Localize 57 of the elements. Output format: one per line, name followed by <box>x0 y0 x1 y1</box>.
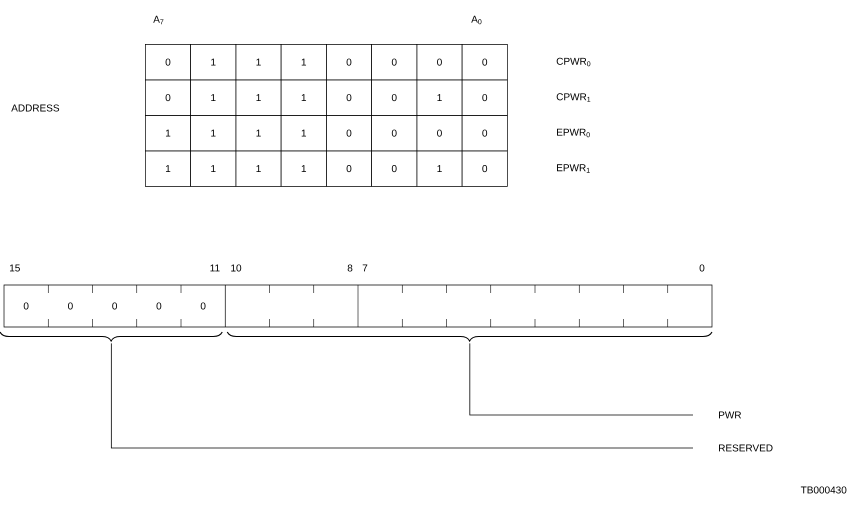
table-cell: 1 <box>416 150 462 187</box>
register-name: CPWR$_{0}$ <box>556 58 590 66</box>
bit-number: 10 <box>231 264 242 272</box>
table-cell: 1 <box>145 150 191 187</box>
register-name: CPWR$_{1}$ <box>556 93 590 102</box>
figure-code: TB000430 <box>800 486 846 494</box>
bit-number: 0 <box>700 264 704 272</box>
bit-number: 15 <box>10 264 20 272</box>
table-cell: 0 <box>145 44 191 80</box>
table-cell: 0 <box>462 44 508 80</box>
address-bit-label: A$_{7}$ <box>153 16 164 24</box>
table-cell: 1 <box>190 44 236 80</box>
leader-line <box>110 343 694 448</box>
brace <box>226 332 712 342</box>
table-cell: 1 <box>190 150 236 187</box>
bit-value: 0 <box>68 302 73 310</box>
table-cell: 1 <box>236 44 282 80</box>
table-cell: 0 <box>371 150 418 187</box>
bit-value: 0 <box>156 302 162 310</box>
table-cell: 1 <box>280 150 327 187</box>
table-cell: 0 <box>462 115 508 152</box>
table-cell: 1 <box>280 80 327 116</box>
address-label: ADDRESS <box>11 104 60 112</box>
table-cell: 0 <box>326 44 372 80</box>
address-bit-label: A$_{0}$ <box>471 16 482 24</box>
table-cell: 1 <box>280 44 327 80</box>
bit-value: 0 <box>24 302 29 310</box>
table-cell: 1 <box>190 115 236 152</box>
table-cell: 0 <box>371 80 418 116</box>
register-name: EPWR$_{1}$ <box>557 164 590 173</box>
bit-number: 7 <box>362 264 368 272</box>
table-cell: 1 <box>236 80 282 116</box>
table-cell: 0 <box>462 80 508 116</box>
table-cell: 0 <box>326 150 372 187</box>
field-label: RESERVED <box>719 444 773 452</box>
table-cell: 1 <box>280 115 327 152</box>
bit-number: 8 <box>348 264 352 272</box>
table-cell: 1 <box>236 150 282 187</box>
table-cell: 0 <box>462 150 508 187</box>
table-cell: 0 <box>371 115 418 152</box>
register-name: EPWR$_{0}$ <box>557 128 590 138</box>
bit-number: 11 <box>210 264 220 272</box>
bit-value: 0 <box>112 302 118 310</box>
table-cell: 0 <box>145 80 191 116</box>
brace <box>0 332 223 342</box>
field-label: PWR <box>719 412 742 418</box>
bit-value: 0 <box>200 302 206 310</box>
table-cell: 0 <box>416 44 462 80</box>
leader-line <box>469 343 694 416</box>
table-cell: 1 <box>236 115 282 152</box>
table-cell: 0 <box>326 115 372 152</box>
table-cell: 0 <box>326 80 372 116</box>
table-cell: 1 <box>416 80 462 116</box>
table-cell: 1 <box>190 80 236 116</box>
table-cell: 1 <box>145 115 191 152</box>
table-cell: 0 <box>371 44 418 80</box>
table-cell: 0 <box>416 115 462 152</box>
